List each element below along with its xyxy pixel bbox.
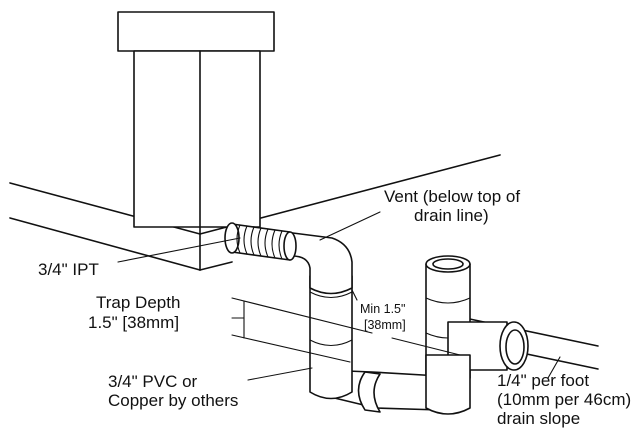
slope-label-line2: (10mm per 46cm) bbox=[497, 390, 631, 409]
trap-depth-label-line2: 1.5" [38mm] bbox=[88, 313, 179, 332]
trap-depth-dimension bbox=[231, 297, 461, 363]
slope-label-line3: drain slope bbox=[497, 409, 580, 428]
pvc-label-line1: 3/4" PVC or bbox=[108, 372, 198, 391]
leader-lines bbox=[117, 211, 561, 381]
ipt-threaded-fitting bbox=[224, 222, 297, 261]
min-depth-reference bbox=[351, 289, 358, 301]
trap-left-leg bbox=[309, 275, 353, 400]
vent-label-line2: drain line) bbox=[414, 206, 489, 225]
pvc-label-line2: Copper by others bbox=[108, 391, 238, 410]
trap-right-riser bbox=[425, 354, 471, 415]
slope-label-line1: 1/4" per foot bbox=[497, 371, 589, 390]
min-depth-label-line1: Min 1.5" bbox=[360, 302, 405, 316]
elbow-fitting bbox=[284, 231, 353, 295]
air-handler-unit bbox=[117, 11, 275, 235]
ipt-label: 3/4" IPT bbox=[38, 260, 99, 279]
min-depth-label-line2: [38mm] bbox=[364, 318, 406, 332]
trap-depth-label-line1: Trap Depth bbox=[96, 293, 180, 312]
vent-label-line1: Vent (below top of bbox=[384, 187, 520, 206]
